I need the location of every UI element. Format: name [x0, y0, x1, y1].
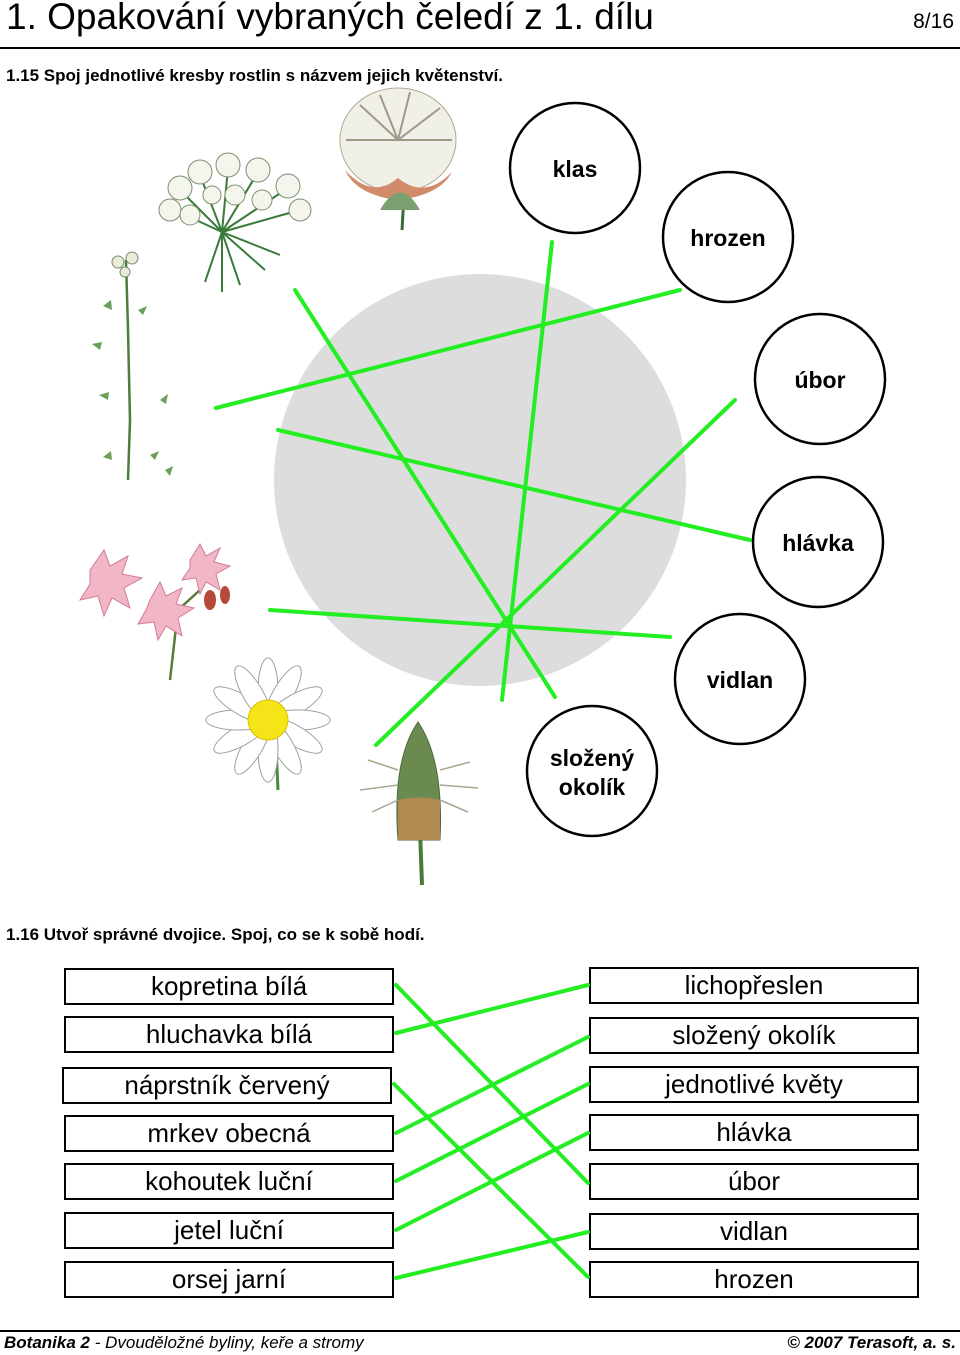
- right-item: hlávka: [589, 1114, 919, 1151]
- circle-ubor: úbor: [753, 312, 887, 446]
- circle-klas: klas: [508, 101, 642, 235]
- circle-label: složený: [550, 745, 635, 771]
- right-item: složený okolík: [589, 1017, 919, 1054]
- circle-hlavka: hlávka: [751, 475, 885, 609]
- circle-label: okolík: [559, 774, 626, 800]
- title-divider: [0, 47, 960, 49]
- circle-label: hlávka: [782, 530, 854, 556]
- task-1-instruction: 1.15 Spoj jednotlivé kresby rostlin s ná…: [6, 66, 503, 85]
- plant-umbel: [158, 152, 312, 292]
- left-item: náprstník červený: [62, 1067, 392, 1104]
- left-item: mrkev obecná: [64, 1115, 394, 1152]
- circle-label: úbor: [794, 367, 845, 393]
- left-item: orsej jarní: [64, 1261, 394, 1298]
- footer-copyright: © 2007 Terasoft, a. s.: [787, 1333, 956, 1352]
- right-item: hrozen: [589, 1261, 919, 1298]
- pair-connector: [394, 1131, 590, 1232]
- right-item: vidlan: [589, 1213, 919, 1250]
- left-item: kohoutek luční: [64, 1163, 394, 1200]
- page-number: 8/16: [913, 10, 954, 33]
- connector-line: [293, 288, 557, 699]
- inflorescence-diagram: klas hrozen úbor hlávka vidlan složený o…: [78, 87, 887, 886]
- connector-line: [214, 288, 682, 410]
- pair-connector: [394, 1035, 590, 1135]
- plant-raceme: [92, 251, 173, 481]
- circle-hrozen: hrozen: [661, 170, 795, 304]
- circle-label: klas: [553, 156, 598, 182]
- circle-slozeny-okolik: složený okolík: [525, 704, 659, 838]
- pair-connector: [394, 1230, 590, 1280]
- footer-divider: [0, 1330, 960, 1332]
- circle-label: vidlan: [707, 667, 773, 693]
- connector-line: [268, 608, 672, 639]
- left-item: kopretina bílá: [64, 968, 394, 1005]
- right-item: úbor: [589, 1163, 919, 1200]
- footer-book-title: Botanika 2 - Dvouděložné byliny, keře a …: [4, 1333, 364, 1353]
- plant-daisy: [205, 657, 331, 791]
- plant-plantain-spike: [359, 721, 479, 886]
- background-disc: [274, 274, 686, 686]
- plant-ragged-robin: [78, 542, 232, 681]
- footer-subject: Botanika 2: [4, 1333, 90, 1352]
- circle-vidlan: vidlan: [673, 612, 807, 746]
- task-2-instruction: 1.16 Utvoř správné dvojice. Spoj, co se …: [6, 925, 425, 944]
- plant-clover-head: [339, 87, 457, 231]
- connector-line: [374, 398, 737, 747]
- right-item: jednotlivé květy: [589, 1066, 919, 1103]
- left-item: hluchavka bílá: [64, 1016, 394, 1053]
- circle-label: hrozen: [690, 225, 765, 251]
- pair-connector: [394, 1082, 590, 1183]
- footer-subtitle: - Dvouděložné byliny, keře a stromy: [89, 1333, 364, 1352]
- connector-lines: [214, 240, 752, 747]
- pair-connector: [394, 983, 590, 1035]
- page-title: 1. Opakování vybraných čeledí z 1. dílu: [6, 0, 654, 37]
- connector-line: [276, 428, 752, 542]
- right-item: lichopřeslen: [589, 967, 919, 1004]
- left-item: jetel luční: [64, 1212, 394, 1249]
